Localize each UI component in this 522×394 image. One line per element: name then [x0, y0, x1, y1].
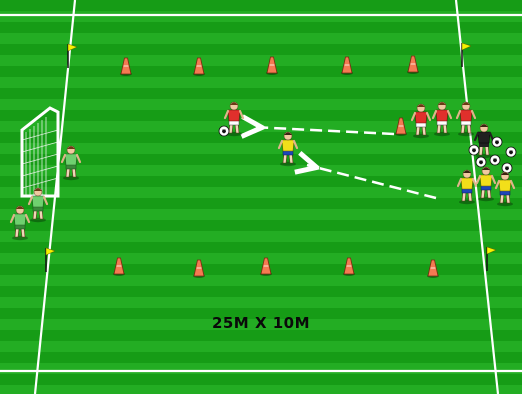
soccer-ball-icon	[502, 163, 512, 173]
soccer-ball-icon	[506, 147, 516, 157]
soccer-ball-icon	[490, 155, 500, 165]
soccer-ball-icon	[492, 137, 502, 147]
soccer-ball-icon	[476, 157, 486, 167]
soccer-ball-icon	[219, 126, 229, 136]
field-dimensions-label: 25M X 10M	[0, 314, 522, 332]
soccer-ball-icon	[469, 145, 479, 155]
